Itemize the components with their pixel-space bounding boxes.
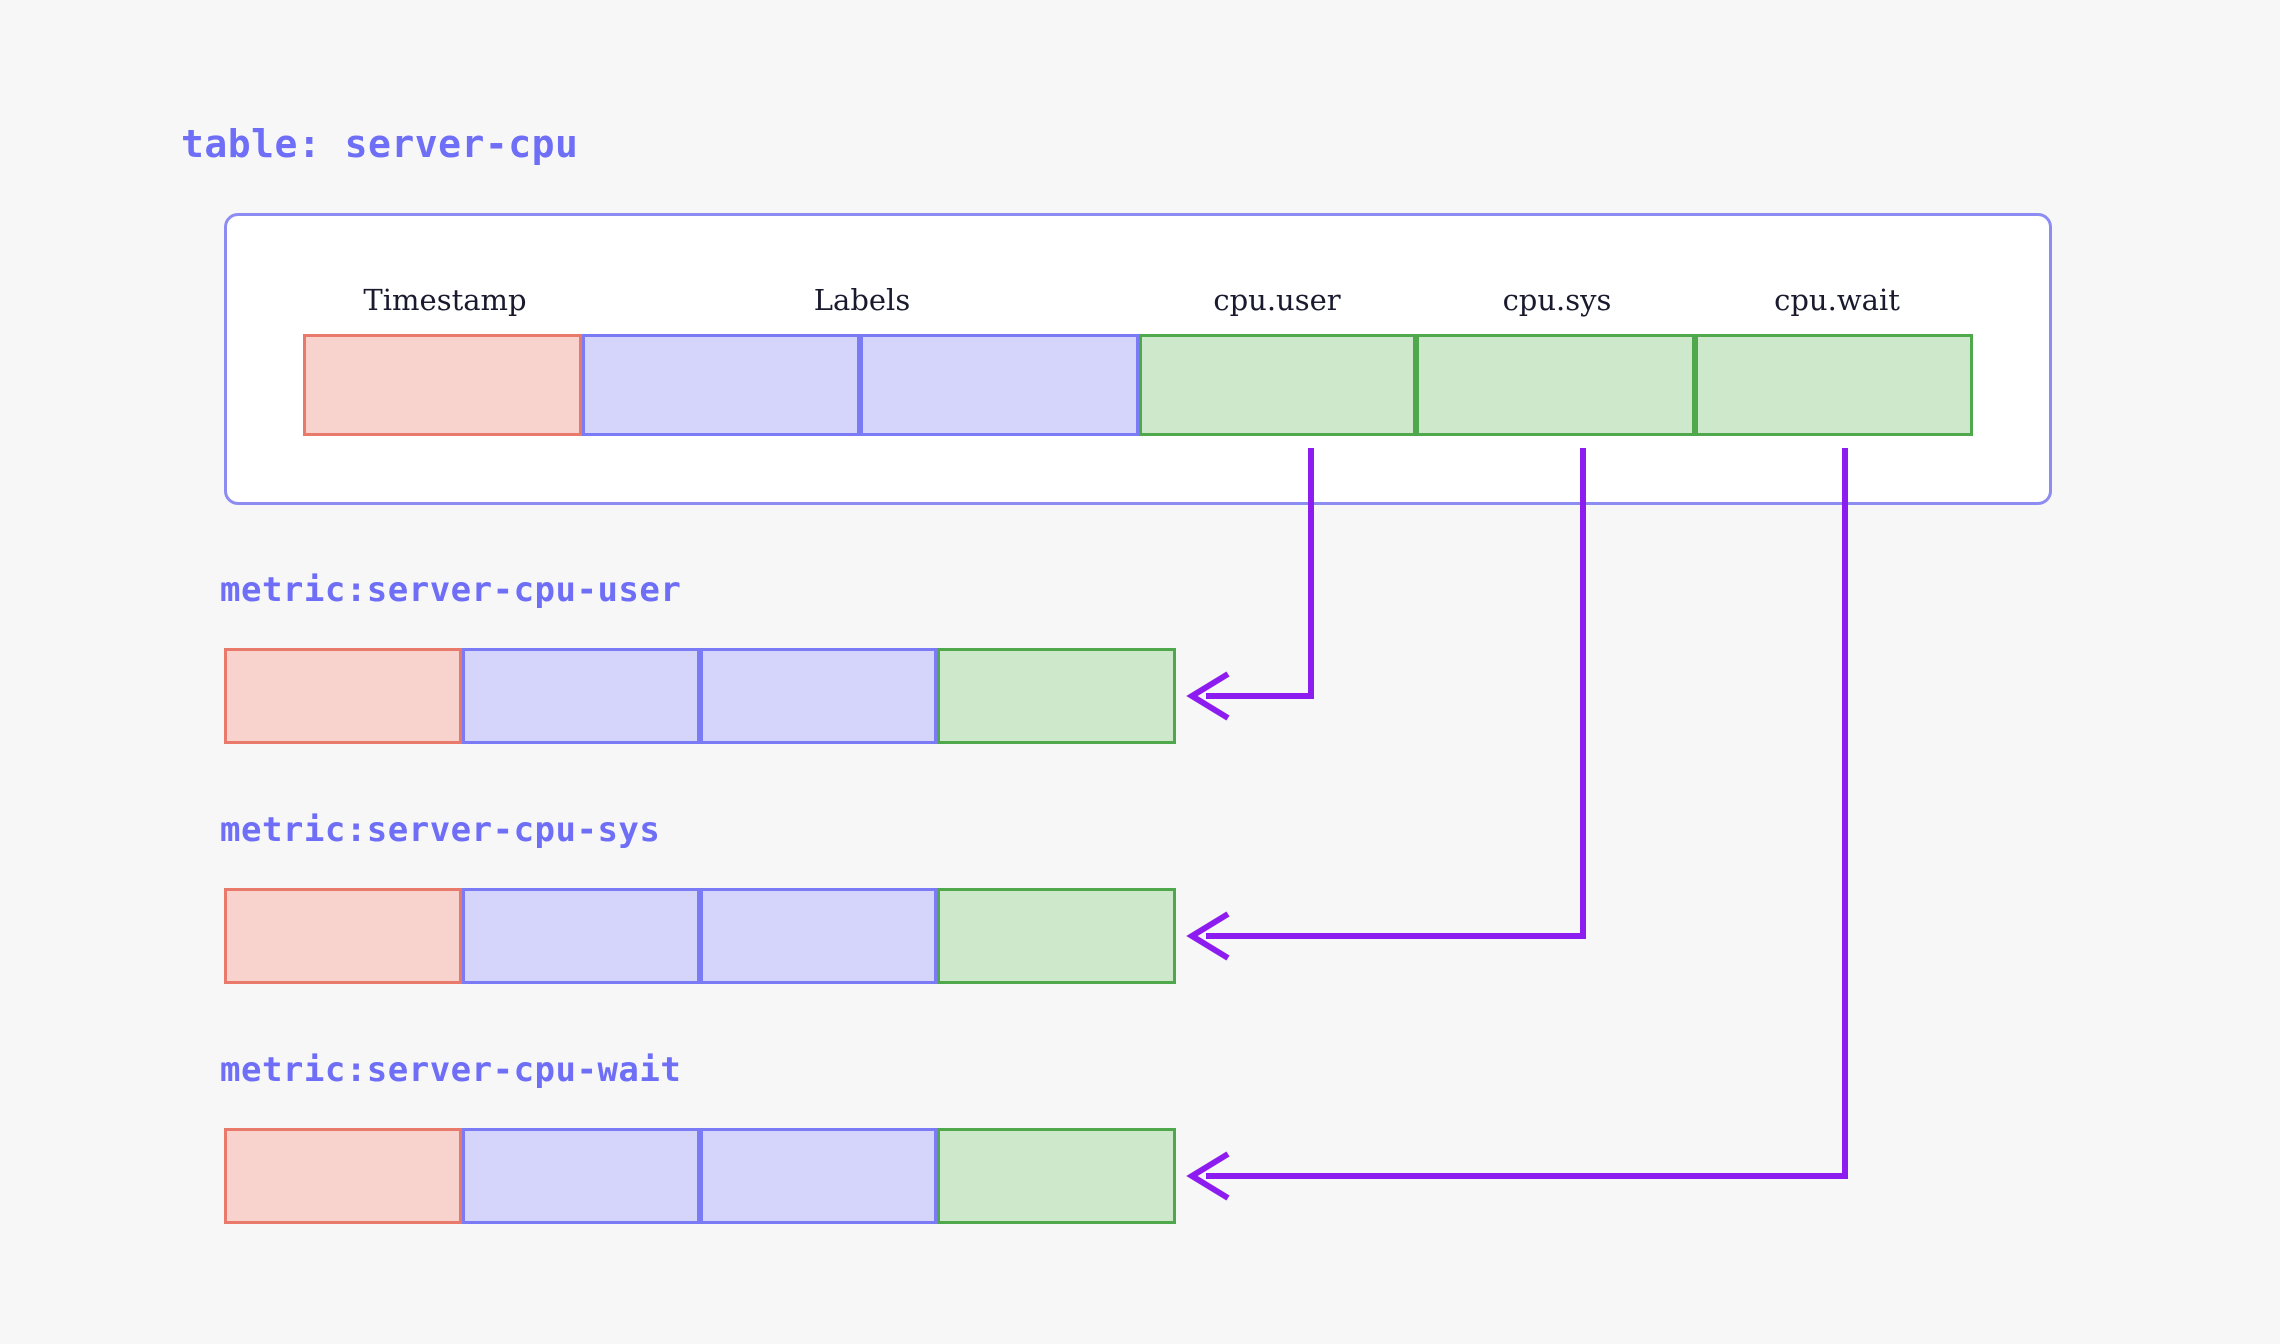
arrow-head-icon bbox=[1186, 911, 1230, 961]
metric-cell-label bbox=[462, 648, 700, 744]
metric-cell-label bbox=[700, 648, 937, 744]
metric-title-1: metric:server-cpu-sys bbox=[220, 810, 661, 850]
column-header-cpu-wait: cpu.wait bbox=[1774, 283, 1900, 317]
metric-cell-timestamp bbox=[224, 648, 462, 744]
table-cell-label bbox=[582, 334, 860, 436]
metric-cell-timestamp bbox=[224, 1128, 462, 1224]
metric-row-1 bbox=[224, 888, 1176, 984]
metric-cell-label bbox=[700, 1128, 937, 1224]
metric-title-2: metric:server-cpu-wait bbox=[220, 1050, 682, 1090]
table-cell-metric bbox=[1139, 334, 1416, 436]
metric-title-0: metric:server-cpu-user bbox=[220, 570, 682, 610]
arrow-head-icon bbox=[1186, 1151, 1230, 1201]
table-cell-metric bbox=[1695, 334, 1973, 436]
table-title: table: server-cpu bbox=[181, 122, 579, 166]
metric-cell-value bbox=[937, 1128, 1176, 1224]
metric-cell-label bbox=[462, 888, 700, 984]
metric-row-2 bbox=[224, 1128, 1176, 1224]
column-header-timestamp: Timestamp bbox=[363, 283, 527, 317]
column-header-cpu-sys: cpu.sys bbox=[1502, 283, 1612, 317]
metric-cell-timestamp bbox=[224, 888, 462, 984]
table-cell-metric bbox=[1416, 334, 1695, 436]
metric-cell-value bbox=[937, 888, 1176, 984]
metric-cell-value bbox=[937, 648, 1176, 744]
arrow-cpu-sys bbox=[1186, 448, 1586, 961]
arrow-head-icon bbox=[1186, 671, 1230, 721]
table-cell-label bbox=[860, 334, 1139, 436]
metric-row-0 bbox=[224, 648, 1176, 744]
column-header-labels: Labels bbox=[813, 283, 911, 317]
metric-cell-label bbox=[700, 888, 937, 984]
column-header-cpu-user: cpu.user bbox=[1213, 283, 1341, 317]
arrow-cpu-wait bbox=[1186, 448, 1848, 1201]
metric-cell-label bbox=[462, 1128, 700, 1224]
table-cell-timestamp bbox=[303, 334, 582, 436]
